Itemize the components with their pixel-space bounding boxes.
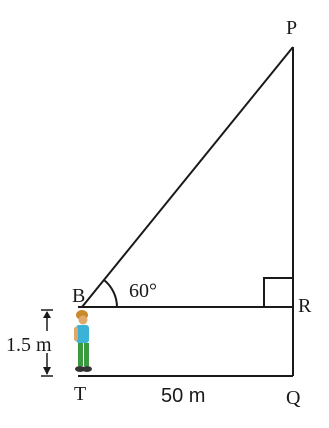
label-height: 1.5 m [6,334,52,356]
person-figure [74,310,92,372]
right-angle-marker [263,277,293,307]
line-bp [81,46,294,308]
label-q: Q [286,387,301,409]
label-angle: 60° [129,280,157,302]
label-b: B [72,285,85,307]
label-p: P [286,17,297,39]
label-distance: 50 m [161,385,205,407]
height-dimension [41,309,53,377]
label-r: R [298,295,312,317]
angle-arc [103,279,118,308]
label-t: T [74,383,86,405]
